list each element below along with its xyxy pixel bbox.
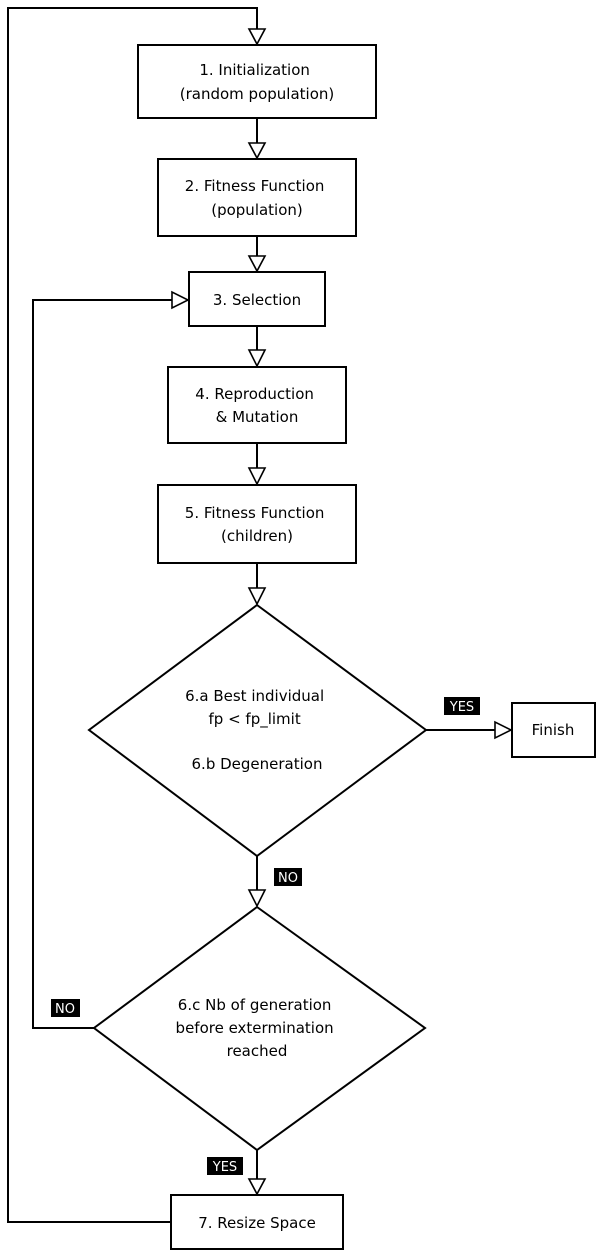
node-fitness-population: 2. Fitness Function (population) (157, 158, 357, 237)
edge-label-a-yes-text: YES (449, 700, 474, 715)
edge-label-a-no-bg (274, 868, 302, 886)
node-init: 1. Initialization (random population) (137, 44, 377, 119)
edge-resize-to-init (7, 7, 258, 1223)
fitness-population-label: 2. Fitness Function (population) (185, 177, 329, 219)
arrowhead-finish (494, 720, 513, 740)
decision-c-diamond (92, 905, 427, 1152)
arrowheads (171, 28, 513, 1196)
selection-label-line-1: 3. Selection (213, 291, 301, 309)
edge-label-c-no-bg (51, 999, 80, 1017)
resize-label: 7. Resize Space (198, 1214, 316, 1232)
node-selection: 3. Selection (188, 271, 326, 327)
arrowhead-fitness-children (247, 467, 267, 486)
decision-c-label-line-2: before extermination (176, 1019, 334, 1037)
connectors (7, 7, 496, 1223)
finish-label: Finish (532, 721, 575, 739)
arrowhead-fitness (247, 142, 267, 160)
fitness-population-box (157, 158, 357, 237)
fitness-population-label-line-1: 2. Fitness Function (185, 177, 325, 195)
decision-a-label: 6.a Best individual fp < fp_limit 6.b De… (185, 687, 329, 773)
arrowhead-decision-a (247, 587, 267, 606)
edge-label-a-yes: YES (444, 697, 480, 715)
node-fitness-children: 5. Fitness Function (children) (157, 484, 357, 564)
selection-box (188, 271, 326, 327)
decision-a-label-line-4: 6.b Degeneration (192, 755, 323, 773)
reproduction-label-line-1: 4. Reproduction (195, 385, 314, 403)
edge-label-c-yes-bg (207, 1157, 243, 1175)
init-label-line-2: (random population) (180, 85, 334, 103)
init-label: 1. Initialization (random population) (180, 61, 334, 103)
arrowhead-selection (247, 255, 267, 273)
fitness-children-label: 5. Fitness Function (children) (185, 504, 329, 545)
resize-box (170, 1194, 344, 1250)
fitness-population-label-line-2: (population) (211, 201, 303, 219)
decision-a-diamond (87, 603, 428, 858)
node-reproduction: 4. Reproduction & Mutation (167, 366, 347, 444)
arrowhead-init (247, 28, 267, 46)
init-label-line-1: 1. Initialization (199, 61, 310, 79)
decision-c-label-line-3: reached (227, 1042, 288, 1060)
reproduction-label-line-2: & Mutation (216, 408, 299, 426)
selection-label: 3. Selection (213, 291, 301, 309)
decision-a-label-line-1: 6.a Best individual (185, 687, 324, 705)
finish-box (511, 702, 596, 758)
edge-label-c-no: NO (51, 999, 80, 1017)
decision-a-label-line-2: fp < fp_limit (209, 710, 301, 729)
resize-label-line-1: 7. Resize Space (198, 1214, 316, 1232)
arrowhead-selection-loop (171, 290, 190, 310)
edge-label-c-yes: YES (207, 1157, 243, 1175)
node-finish: Finish (511, 702, 596, 758)
node-decision-best-individual: 6.a Best individual fp < fp_limit 6.b De… (87, 603, 428, 858)
finish-label-line-1: Finish (532, 721, 575, 739)
edge-label-a-no-text: NO (278, 871, 298, 886)
node-decision-generation-limit: 6.c Nb of generation before exterminatio… (92, 905, 427, 1152)
arrowhead-decision-c (247, 889, 267, 908)
edge-label-c-yes-text: YES (212, 1160, 237, 1175)
decision-c-label: 6.c Nb of generation before exterminatio… (176, 996, 339, 1060)
edge-decision-c-to-selection (32, 299, 172, 1029)
reproduction-box (167, 366, 347, 444)
node-resize-space: 7. Resize Space (170, 1194, 344, 1250)
edge-label-c-no-text: NO (55, 1002, 75, 1017)
fitness-children-box (157, 484, 357, 564)
init-box (137, 44, 377, 119)
edge-label-a-no: NO (274, 868, 302, 886)
fitness-children-label-line-2: (children) (221, 527, 293, 545)
edge-label-a-yes-bg (444, 697, 480, 715)
reproduction-label: 4. Reproduction & Mutation (195, 385, 318, 426)
arrowhead-reproduction (247, 349, 267, 368)
arrowhead-resize (247, 1178, 267, 1196)
decision-c-label-line-1: 6.c Nb of generation (178, 996, 332, 1014)
fitness-children-label-line-1: 5. Fitness Function (185, 504, 325, 522)
